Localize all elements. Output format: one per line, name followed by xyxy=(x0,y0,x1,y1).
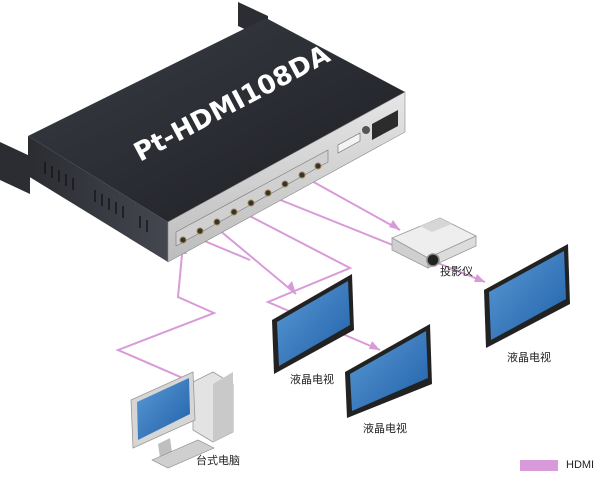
label-plate xyxy=(337,132,361,154)
arrow-to-tv-bottom xyxy=(369,341,380,350)
arrow-to-projector xyxy=(389,220,400,230)
power-switch xyxy=(362,126,370,134)
tv-bottom xyxy=(345,324,432,418)
label-tv-top-right: 液晶电视 xyxy=(507,350,551,364)
arrow-to-tv-middle xyxy=(287,281,296,294)
device-top xyxy=(28,18,405,222)
cable-output-tv-middle xyxy=(211,223,297,295)
legend: HDMI xyxy=(520,458,594,472)
hdmi-port-1 xyxy=(196,227,204,235)
side-vents xyxy=(44,162,148,232)
rack-ear-left xyxy=(0,142,30,194)
device-side xyxy=(28,136,168,262)
hdmi-port-6 xyxy=(281,180,289,188)
rack-device: Pt-HDMI108DA xyxy=(0,2,406,263)
label-desktop: 台式电脑 xyxy=(196,453,240,467)
pc-keyboard xyxy=(151,439,215,469)
tv-top-right xyxy=(484,244,570,348)
tv-middle xyxy=(272,274,354,374)
hdmi-port-8 xyxy=(314,162,322,170)
desktop-pc xyxy=(130,371,234,469)
cable-output-tv-top-right xyxy=(267,194,486,283)
cable-desktop-input xyxy=(115,243,223,396)
projector-lens xyxy=(426,253,440,267)
projector xyxy=(391,217,477,269)
hdmi-ports xyxy=(179,162,322,244)
label-tv-bottom: 液晶电视 xyxy=(363,421,407,435)
legend-swatch xyxy=(520,459,558,471)
hdmi-port-in xyxy=(179,236,187,244)
label-tv-middle: 液晶电视 xyxy=(290,372,334,386)
hdmi-port-7 xyxy=(298,171,306,179)
cable-output-projector xyxy=(309,179,401,231)
hdmi-port-2 xyxy=(213,218,221,226)
hdmi-port-5 xyxy=(264,189,272,197)
label-projector: 投影仪 xyxy=(440,264,473,278)
legend-label: HDMI xyxy=(566,459,595,471)
hdmi-port-3 xyxy=(230,208,238,216)
hdmi-port-4 xyxy=(247,199,255,207)
arrow-to-tv-top-right xyxy=(474,274,485,282)
power-socket xyxy=(372,110,398,140)
